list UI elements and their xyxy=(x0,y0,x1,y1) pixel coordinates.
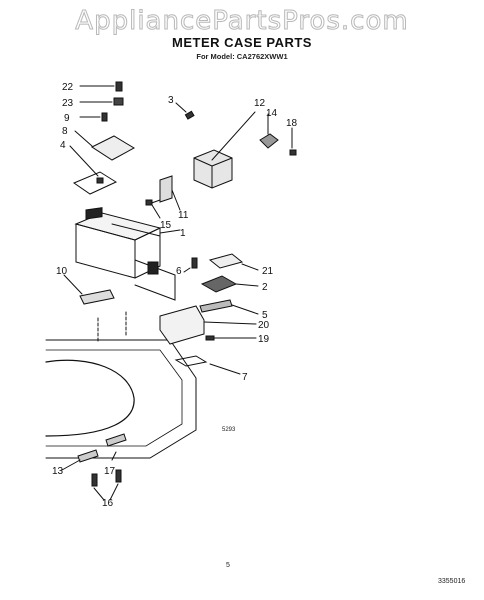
part-10-plate xyxy=(63,274,127,343)
callout-1: 1 xyxy=(180,228,186,239)
callout-16: 16 xyxy=(102,498,114,509)
callout-7: 7 xyxy=(242,372,248,383)
callout-21: 21 xyxy=(262,266,274,277)
watermark-logo: AppliancePartsPros.com xyxy=(75,6,409,37)
part-9-screw xyxy=(79,112,108,122)
part-22-screw xyxy=(79,81,123,92)
part-7-clip xyxy=(174,355,241,375)
part-12-timer xyxy=(193,111,256,189)
callout-19: 19 xyxy=(258,334,270,345)
part-20-housing xyxy=(159,305,257,345)
part-8-cover xyxy=(74,130,136,161)
page-number: 5 xyxy=(226,562,230,569)
part-18-screw xyxy=(289,127,297,156)
part-4-clip xyxy=(69,145,118,195)
page-title: METER CASE PARTS xyxy=(172,35,312,50)
part-14-knob xyxy=(259,113,279,149)
callout-18: 18 xyxy=(286,118,298,129)
callout-20: 20 xyxy=(258,320,270,331)
callout-15: 15 xyxy=(160,220,172,231)
callout-3: 3 xyxy=(168,95,174,106)
callout-17: 17 xyxy=(104,466,116,477)
part-23-fitting xyxy=(79,97,124,106)
callout-12: 12 xyxy=(254,98,266,109)
document-number: 3355016 xyxy=(438,578,466,585)
callout-labels: 22 23 9 8 4 3 12 14 18 11 15 1 10 6 21 2… xyxy=(52,82,298,509)
callout-2: 2 xyxy=(262,282,268,293)
figure-code: 5293 xyxy=(222,427,236,433)
part-17-bracket xyxy=(105,433,127,461)
callout-5: 5 xyxy=(262,310,268,321)
part-2-switch xyxy=(200,275,259,293)
callout-13: 13 xyxy=(52,466,64,477)
callout-11: 11 xyxy=(178,210,189,221)
callout-10: 10 xyxy=(56,266,68,277)
callout-22: 22 xyxy=(62,82,74,93)
part-16-screws xyxy=(91,469,122,501)
part-6-screw xyxy=(183,257,198,273)
part-19-screw xyxy=(205,335,257,341)
part-21-bracket xyxy=(208,253,259,271)
part-15-screw xyxy=(145,199,161,219)
callout-9: 9 xyxy=(64,113,70,124)
callout-8: 8 xyxy=(62,126,68,137)
washer-top-outline xyxy=(45,339,197,459)
model-number: For Model: CA2762XWW1 xyxy=(196,52,288,61)
callout-23: 23 xyxy=(62,98,74,109)
part-5-bar xyxy=(199,299,259,315)
part-13-bracket xyxy=(61,449,99,471)
callout-6: 6 xyxy=(176,266,182,277)
part-3-screw xyxy=(175,102,195,120)
callout-14: 14 xyxy=(266,108,278,119)
part-1-meter-case xyxy=(74,207,181,301)
callout-4: 4 xyxy=(60,140,66,151)
